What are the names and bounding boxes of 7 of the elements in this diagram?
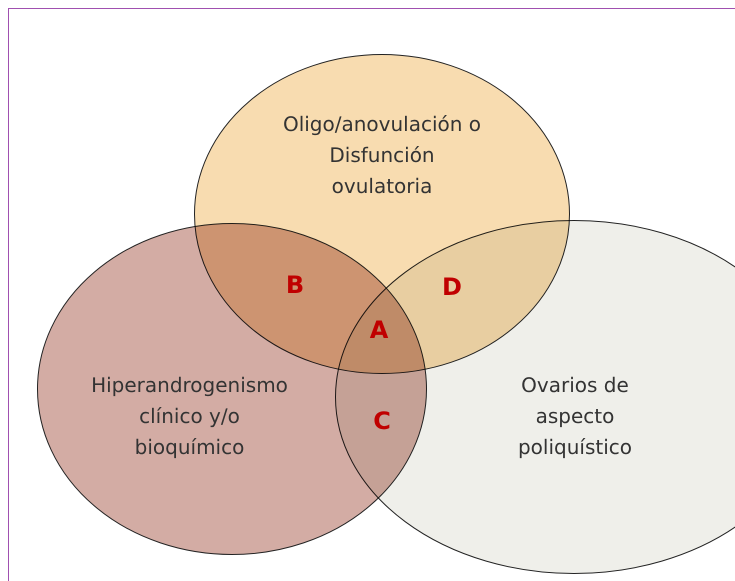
region-letter: C: [373, 407, 391, 435]
set-label: Oligo/anovulación o Disfunción ovulatoria: [282, 111, 482, 200]
region-letter: A: [370, 316, 388, 344]
region-letter: B: [286, 271, 304, 299]
set-label: Ovarios de aspecto poliquístico: [516, 372, 634, 461]
set-label: Hiperandrogenismo clínico y/o bioquímico: [90, 372, 289, 461]
region-letter: D: [442, 273, 462, 301]
